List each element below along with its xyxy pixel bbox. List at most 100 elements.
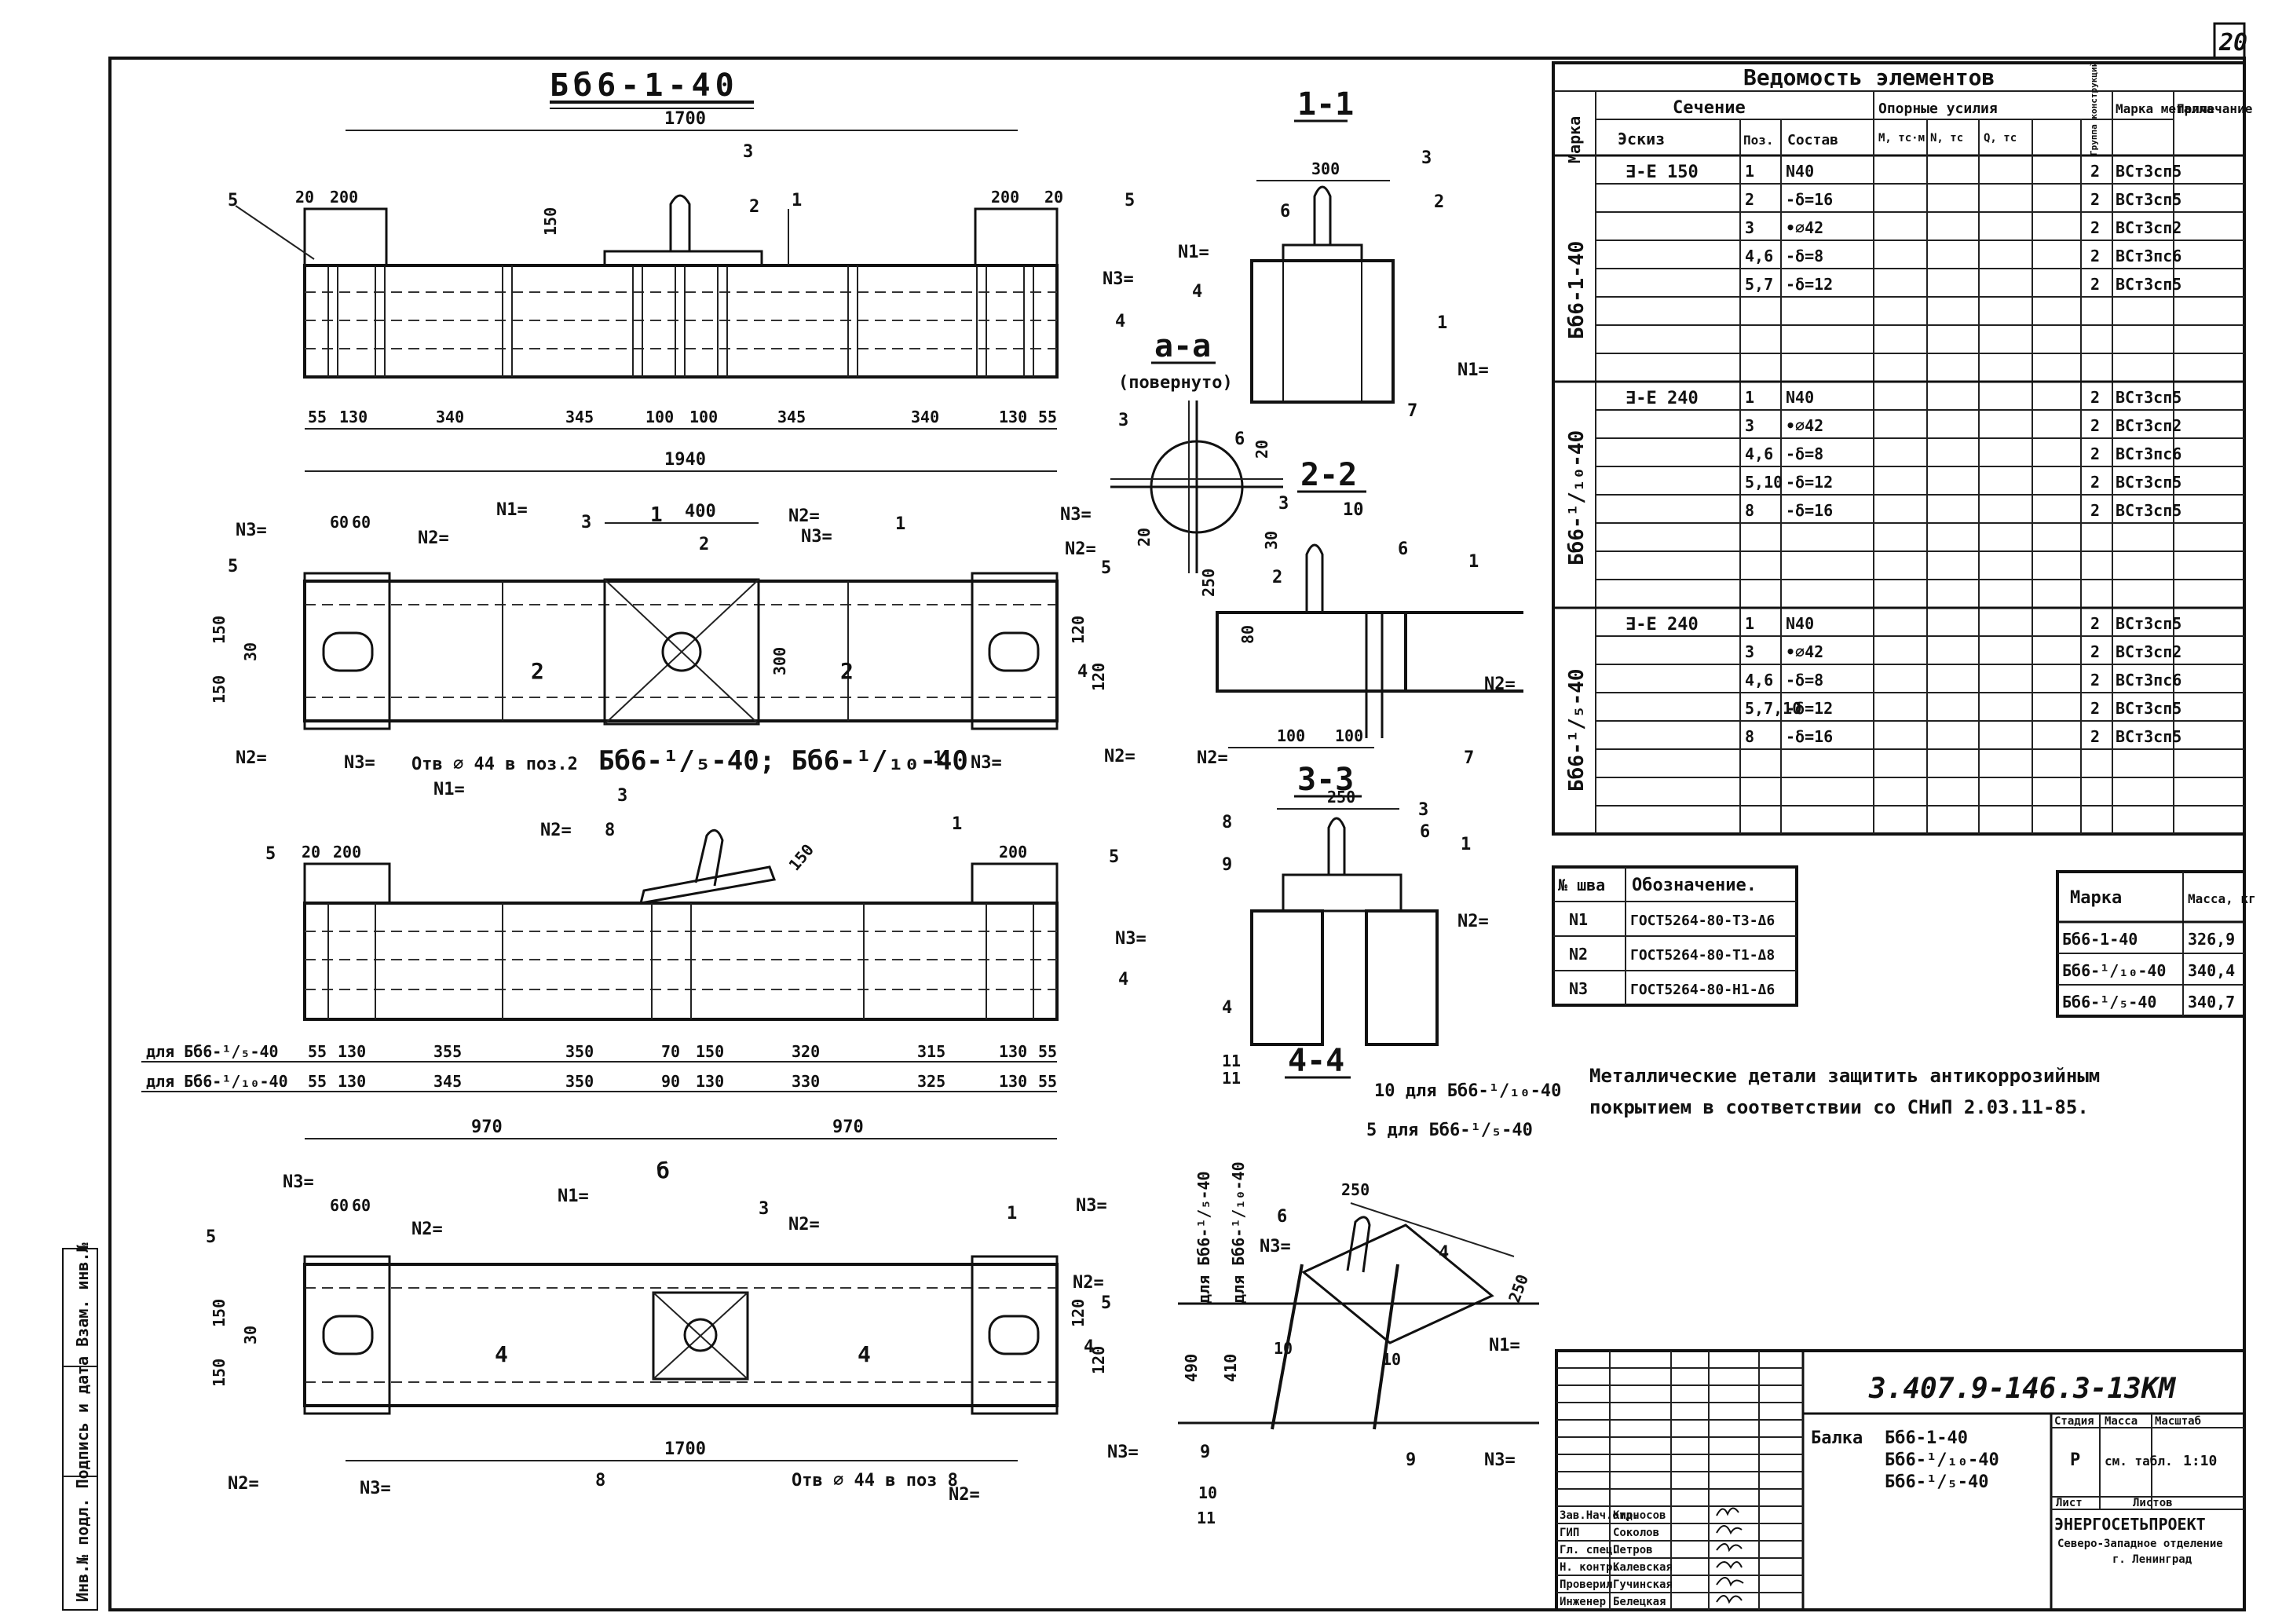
- svg-text:1: 1: [1437, 313, 1447, 333]
- svg-text:2: 2: [840, 658, 854, 684]
- svg-text:Петров: Петров: [1613, 1544, 1653, 1556]
- svg-text:N3=: N3=: [1115, 929, 1146, 949]
- weld-h-oboz: Обозначение.: [1632, 876, 1757, 895]
- svg-text:N1=: N1=: [1489, 1336, 1520, 1355]
- cell-sostav: N40: [1786, 162, 1814, 181]
- cell-sostav: •⌀42: [1786, 416, 1823, 435]
- svg-text:130: 130: [696, 1072, 724, 1091]
- cell-metal: ВСт3сп5: [2116, 190, 2181, 209]
- cell-sostav: -δ=8: [1786, 247, 1823, 265]
- svg-text:1940: 1940: [664, 450, 706, 470]
- cell-gruppa: 2: [2090, 727, 2100, 746]
- svg-text:11: 11: [1222, 1069, 1241, 1088]
- svg-text:150: 150: [784, 840, 817, 874]
- svg-text:N2=: N2=: [411, 1220, 443, 1239]
- svg-text:N2=: N2=: [949, 1485, 980, 1505]
- svg-text:4-4: 4-4: [1288, 1043, 1344, 1079]
- svg-text:N2=: N2=: [1073, 1273, 1104, 1293]
- section-4-4: 4-4 10 для Бб6-¹/₁₀-40 5 для Бб6-¹/₅-40 …: [1178, 1043, 1561, 1527]
- svg-text:1: 1: [933, 748, 943, 768]
- sheet-number-box: [2213, 22, 2246, 58]
- svg-text:55: 55: [1038, 1072, 1057, 1091]
- svg-text:N3=: N3=: [971, 753, 1002, 773]
- h-q: Q, тс: [1984, 132, 2017, 144]
- h-primechanie: Примечание: [2177, 101, 2252, 116]
- cell-poz: 5,10: [1745, 473, 1783, 492]
- svg-text:11: 11: [1222, 1052, 1241, 1070]
- svg-text:а-а: а-а: [1154, 328, 1211, 364]
- svg-text:1: 1: [1461, 835, 1471, 854]
- cell-metal: ВСт3сп5: [2116, 501, 2181, 520]
- svg-text:N3=: N3=: [1484, 1450, 1516, 1470]
- svg-text:Лист: Лист: [2056, 1497, 2083, 1509]
- svg-text:320: 320: [792, 1042, 820, 1061]
- svg-text:150: 150: [696, 1042, 724, 1061]
- svg-text:1700: 1700: [664, 109, 706, 129]
- svg-text:70: 70: [661, 1042, 680, 1061]
- svg-text:350: 350: [565, 1042, 594, 1061]
- svg-text:N3=: N3=: [283, 1172, 314, 1192]
- svg-text:120: 120: [1069, 616, 1088, 644]
- svg-text:5: 5: [1101, 558, 1111, 578]
- left-strip: [62, 1248, 98, 1611]
- svg-text:60: 60: [352, 1196, 371, 1215]
- cell-gruppa: 2: [2090, 416, 2100, 435]
- schedule-title: Ведомость элементов: [1743, 64, 1995, 90]
- svg-text:Бб6-1-40: Бб6-1-40: [1885, 1428, 1968, 1448]
- plan-view-2: 1700 60 60 150 150 30 120 120 N3= 5 N2= …: [206, 1172, 1139, 1505]
- svg-text:55: 55: [308, 408, 327, 426]
- svg-text:N1=: N1=: [1457, 360, 1489, 380]
- h-sechenie: Сечение: [1673, 98, 1746, 118]
- svg-text:N3=: N3=: [801, 527, 832, 547]
- svg-text:10: 10: [1198, 1483, 1217, 1502]
- svg-text:5: 5: [1125, 191, 1135, 210]
- svg-text:9: 9: [1406, 1450, 1416, 1470]
- svg-text:7: 7: [1464, 748, 1474, 768]
- svg-text:90: 90: [661, 1072, 680, 1091]
- svg-text:см. табл.: см. табл.: [2105, 1454, 2173, 1469]
- svg-text:Калевская: Калевская: [1613, 1561, 1673, 1574]
- svg-text:N2=: N2=: [228, 1474, 259, 1494]
- svg-text:3: 3: [1418, 800, 1428, 820]
- svg-text:55: 55: [308, 1042, 327, 1061]
- cell-poz: 3: [1745, 218, 1754, 237]
- svg-text:250: 250: [1341, 1180, 1370, 1199]
- svg-text:2: 2: [531, 658, 544, 684]
- cell-gruppa: 2: [2090, 671, 2100, 689]
- svg-text:150: 150: [210, 616, 229, 644]
- svg-text:100: 100: [1277, 726, 1305, 745]
- sheet-number: 20: [2218, 29, 2247, 57]
- cell-metal: ВСт3сп2: [2116, 416, 2181, 435]
- svg-text:55: 55: [1038, 1042, 1057, 1061]
- cell-gruppa: 2: [2090, 501, 2100, 520]
- cell-sostav: -δ=12: [1786, 699, 1833, 718]
- svg-text:для Бб6-¹/₁₀-40: для Бб6-¹/₁₀-40: [146, 1072, 288, 1091]
- group-marka-2: Бб6-¹/₅-40: [1565, 668, 1589, 792]
- cell-gruppa: 2: [2090, 444, 2100, 463]
- svg-text:130: 130: [999, 1042, 1027, 1061]
- mass-value: 340,7: [2188, 993, 2235, 1011]
- svg-text:30: 30: [1262, 531, 1281, 550]
- h-eskiz: Эскиз: [1618, 130, 1665, 148]
- section-a-a: а-а (повернуто) 3 6 20 20: [1110, 328, 1283, 573]
- svg-text:3: 3: [743, 142, 753, 162]
- svg-text:55: 55: [308, 1072, 327, 1091]
- svg-text:6: 6: [1420, 822, 1430, 842]
- cell-metal: ВСт3пс6: [2116, 247, 2181, 265]
- weld-no: N1: [1569, 910, 1588, 929]
- svg-text:8: 8: [605, 821, 615, 840]
- cell-gruppa: 2: [2090, 388, 2100, 407]
- cell-sostav: •⌀42: [1786, 642, 1823, 661]
- svg-text:2: 2: [749, 197, 759, 217]
- mass-marka: Бб6-1-40: [2062, 930, 2138, 949]
- svg-text:4: 4: [1115, 312, 1125, 331]
- elevation-main: Бб6-1-40 1700 1940 20: [228, 68, 1135, 472]
- svg-text:N1=: N1=: [1178, 243, 1209, 262]
- svg-text:8: 8: [1222, 813, 1232, 832]
- svg-text:4: 4: [1439, 1243, 1449, 1263]
- svg-text:6: 6: [1277, 1207, 1287, 1227]
- svg-text:Масштаб: Масштаб: [2155, 1415, 2201, 1428]
- cell-metal: ВСт3сп5: [2116, 614, 2181, 633]
- svg-text:Зав.Нач.отд.: Зав.Нач.отд.: [1560, 1509, 1639, 1522]
